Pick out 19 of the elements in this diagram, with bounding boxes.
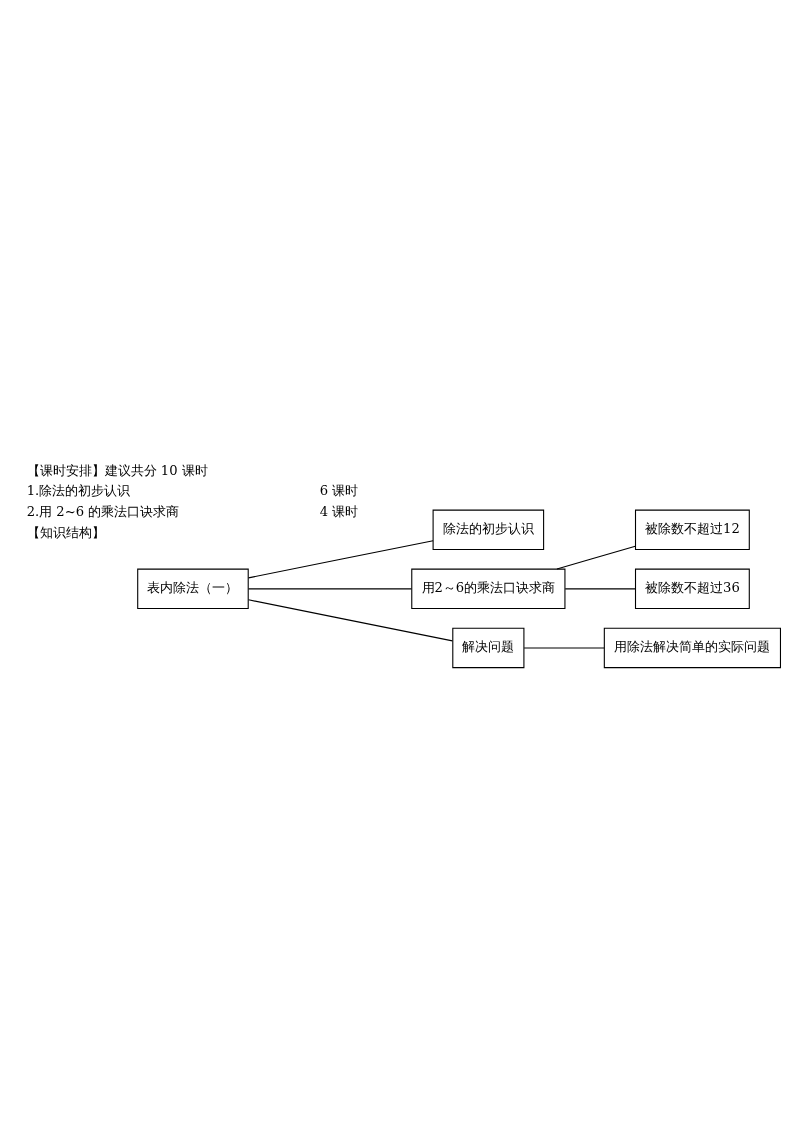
node-box: 除法的初步认识 bbox=[432, 509, 545, 550]
node-box: 解决问题 bbox=[452, 627, 525, 669]
connector bbox=[247, 588, 413, 590]
label: 1.除法的初步认识 bbox=[26, 483, 131, 499]
node-box: 用2～6的乘法口诀求商 bbox=[411, 568, 566, 610]
node-box: 被除数不超过36 bbox=[634, 568, 750, 610]
connector bbox=[247, 540, 434, 579]
connector bbox=[247, 599, 453, 642]
connector bbox=[564, 588, 636, 590]
node-box: 用除法解决简单的实际问题 bbox=[603, 627, 781, 669]
connector bbox=[523, 647, 605, 649]
connector bbox=[556, 545, 636, 570]
label: 2.用 2~6 的乘法口诀求商 bbox=[26, 504, 180, 520]
label: 6 课时 bbox=[319, 483, 359, 499]
label: 【知识结构】 bbox=[26, 524, 105, 540]
node-box: 被除数不超过12 bbox=[634, 509, 750, 550]
label: 4 课时 bbox=[319, 504, 359, 520]
node-box: 表内除法（一） bbox=[137, 568, 249, 610]
label: 【课时安排】建议共分 10 课时 bbox=[26, 462, 208, 478]
